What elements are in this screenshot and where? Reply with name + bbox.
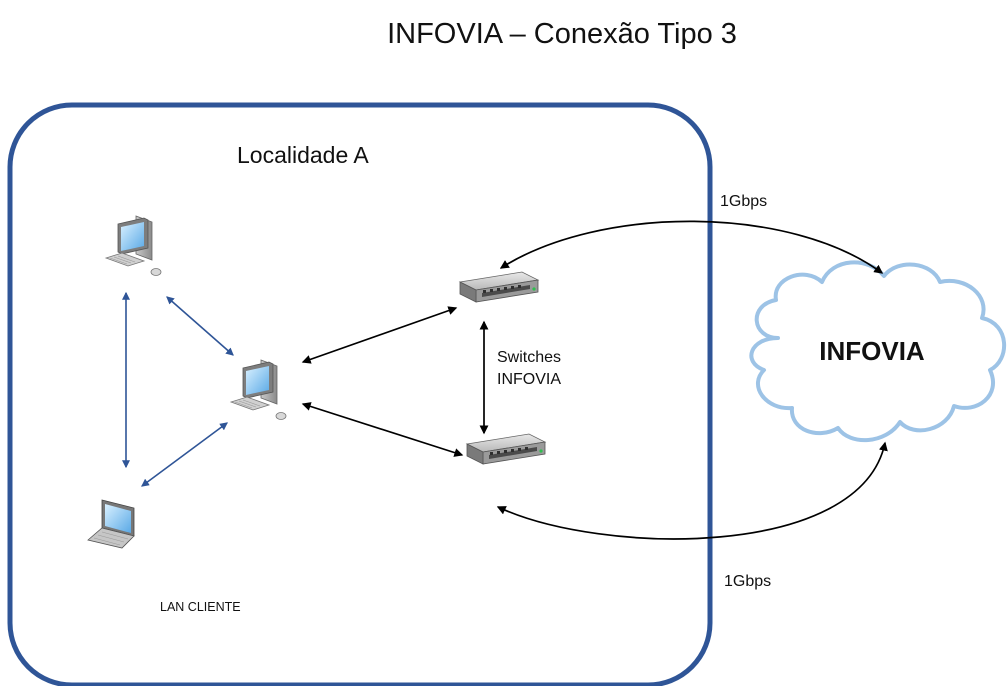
infovia-cloud-label: INFOVIA — [819, 336, 925, 366]
desktop-computer-center — [230, 359, 287, 420]
switch-bottom — [466, 433, 546, 465]
localidade-a-region — [7, 102, 713, 686]
diagram-title: INFOVIA – Conexão Tipo 3 — [387, 18, 737, 50]
uplink-top-arrow — [499, 220, 884, 274]
switches-label-line1: Switches — [497, 349, 561, 366]
laptop-computer — [87, 499, 135, 549]
lan-arrow-top-to-center — [166, 296, 234, 356]
uplink-bottom-speed: 1Gbps — [724, 573, 771, 590]
arrow-computer-to-switch-bottom — [301, 402, 464, 457]
switches-label-line2: INFOVIA — [497, 371, 561, 388]
switch-top — [459, 271, 539, 303]
uplink-top-speed: 1Gbps — [720, 193, 767, 210]
localidade-a-label: Localidade A — [237, 142, 369, 168]
lan-arrow-center-to-laptop — [141, 422, 228, 487]
lan-cliente-label: LAN CLIENTE — [160, 600, 241, 614]
desktop-computer-top — [105, 215, 162, 276]
arrow-computer-to-switch-top — [301, 306, 458, 364]
uplink-bottom-arrow — [496, 441, 888, 540]
infovia-cloud — [749, 260, 1006, 442]
